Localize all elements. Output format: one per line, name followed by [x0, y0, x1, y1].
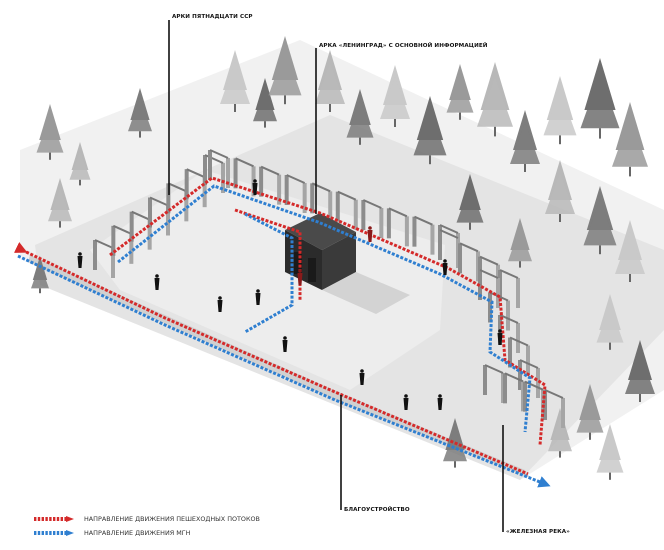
- tree-icon: [268, 36, 302, 105]
- callout-iron-river: «ЖЕЛЕЗНАЯ РЕКА»: [506, 529, 570, 535]
- legend-label-mgn: НАПРАВЛЕНИЕ ДВИЖЕНИЯ МГН: [84, 529, 191, 537]
- tree-icon: [615, 220, 645, 282]
- arch-frame: [508, 336, 530, 376]
- leningrad-arch-pavilion: [285, 213, 410, 314]
- person-figure: [77, 252, 83, 268]
- person-figure: [437, 394, 443, 410]
- tree-icon: [580, 58, 620, 139]
- tree-icon: [548, 408, 572, 458]
- arch-frame: [148, 196, 170, 236]
- tree-icon: [253, 78, 277, 128]
- person-figure: [154, 274, 160, 290]
- arch-frame: [259, 165, 282, 205]
- arch-frame: [129, 210, 152, 250]
- tree-icon: [508, 218, 532, 268]
- person-figure: [359, 369, 365, 385]
- person-figure: [403, 394, 409, 410]
- legend-label-pedestrian: НАПРАВЛЕНИЕ ДВИЖЕНИЯ ПЕШЕХОДНЫХ ПОТОКОВ: [84, 515, 260, 523]
- tree-icon: [446, 64, 474, 120]
- callout-arches-15: АРКИ ПЯТНАДЦАТИ ССР: [172, 14, 253, 20]
- mgn-flow-swatch: [34, 530, 74, 536]
- arch-frame: [208, 149, 230, 188]
- tree-icon: [543, 76, 577, 145]
- tree-icon: [612, 102, 648, 177]
- arch-frame: [543, 389, 565, 428]
- arch-frame: [386, 207, 409, 247]
- person-figure: [497, 329, 503, 345]
- callout-arch-leningrad: АРКА «ЛЕНИНГРАД» С ОСНОВНОЙ ИНФОРМАЦИЕЙ: [319, 43, 488, 49]
- tree-icon: [576, 384, 604, 440]
- person-figure: [367, 226, 373, 242]
- tree-icon: [315, 50, 345, 112]
- tree-icon: [625, 340, 655, 402]
- arch-frame: [361, 199, 384, 238]
- tree-icon: [36, 104, 64, 160]
- tree-icon: [477, 62, 513, 137]
- tree-icon: [456, 174, 484, 230]
- callout-landscaping: БЛАГОУСТРОЙСТВО: [344, 507, 410, 513]
- arch-frame: [518, 359, 540, 398]
- person-figure: [297, 269, 303, 285]
- person-figure: [442, 259, 448, 275]
- pedestrian-flow-lines: [14, 176, 547, 476]
- mgn-flow-lines: [17, 184, 551, 488]
- tree-icon: [583, 186, 617, 255]
- tree-icon: [596, 294, 624, 350]
- person-figure: [255, 289, 261, 305]
- tree-icon: [510, 110, 540, 172]
- tree-icon: [380, 65, 410, 127]
- tree-icon: [596, 424, 624, 480]
- people-figures: [77, 179, 503, 410]
- arch-frame: [284, 174, 307, 213]
- person-figure: [282, 336, 288, 352]
- arch-frame: [111, 224, 134, 264]
- tree-icon: [48, 178, 72, 228]
- tree-icon: [413, 96, 447, 165]
- person-figure: [217, 296, 223, 312]
- arch-frame: [93, 239, 115, 278]
- pedestrian-flow-swatch: [34, 516, 74, 522]
- callout-leaders: [168, 20, 504, 532]
- tree-icon: [346, 89, 374, 145]
- arch-frame: [412, 215, 435, 255]
- person-figure: [252, 179, 258, 195]
- pergola-arches: [93, 149, 565, 428]
- legend-item-pedestrian: НАПРАВЛЕНИЕ ДВИЖЕНИЯ ПЕШЕХОДНЫХ ПОТОКОВ: [34, 513, 260, 525]
- tree-icon: [220, 50, 250, 112]
- legend-item-mgn: НАПРАВЛЕНИЕ ДВИЖЕНИЯ МГН: [34, 527, 260, 539]
- tree-icon: [69, 142, 91, 186]
- tree-group: [31, 36, 655, 480]
- arch-frame: [335, 190, 358, 230]
- legend: НАПРАВЛЕНИЕ ДВИЖЕНИЯ ПЕШЕХОДНЫХ ПОТОКОВ …: [34, 513, 260, 541]
- tree-icon: [128, 88, 152, 138]
- tree-icon: [545, 160, 575, 222]
- tree-icon: [31, 256, 49, 294]
